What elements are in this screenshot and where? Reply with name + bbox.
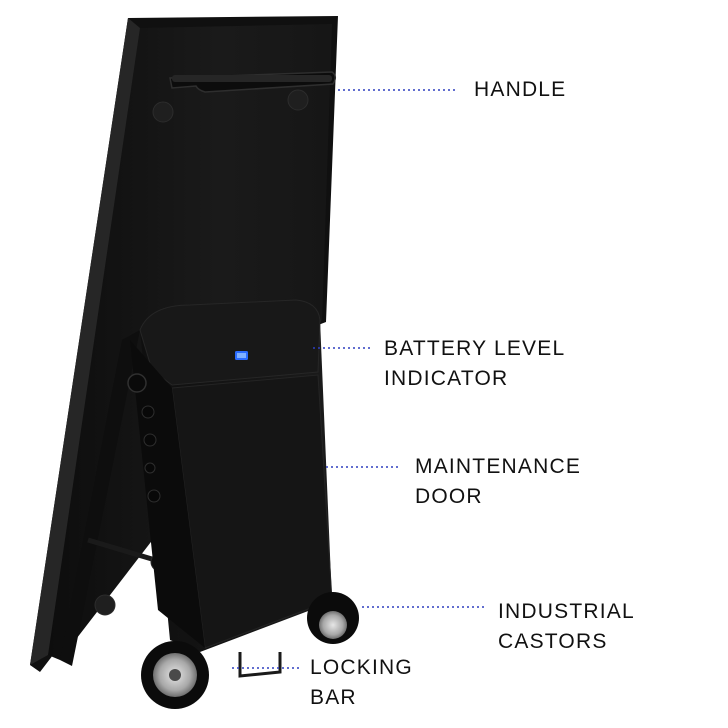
- label-maintenance-door: MAINTENANCE DOOR: [415, 455, 582, 508]
- base-housing: [127, 299, 333, 652]
- handle-bar: [169, 71, 336, 93]
- label-battery-level-indicator: BATTERY LEVEL INDICATOR: [384, 337, 566, 390]
- leader-lines: [232, 89, 485, 669]
- port-icon: [141, 405, 155, 419]
- speaker-grille-icon: [94, 594, 116, 616]
- label-locking-bar: LOCKING BAR: [310, 656, 413, 709]
- castor-front: [141, 641, 209, 709]
- castor-rear: [307, 592, 359, 644]
- port-icon: [144, 462, 156, 474]
- port-icon: [147, 489, 161, 503]
- knob-icon: [127, 373, 147, 393]
- label-handle: HANDLE: [474, 78, 567, 101]
- port-icon: [143, 433, 157, 447]
- locking-bar: [238, 652, 282, 678]
- speaker-grille-icon: [152, 101, 174, 123]
- label-industrial-castors: INDUSTRIAL CASTORS: [498, 600, 635, 653]
- speaker-grille-icon: [287, 89, 309, 111]
